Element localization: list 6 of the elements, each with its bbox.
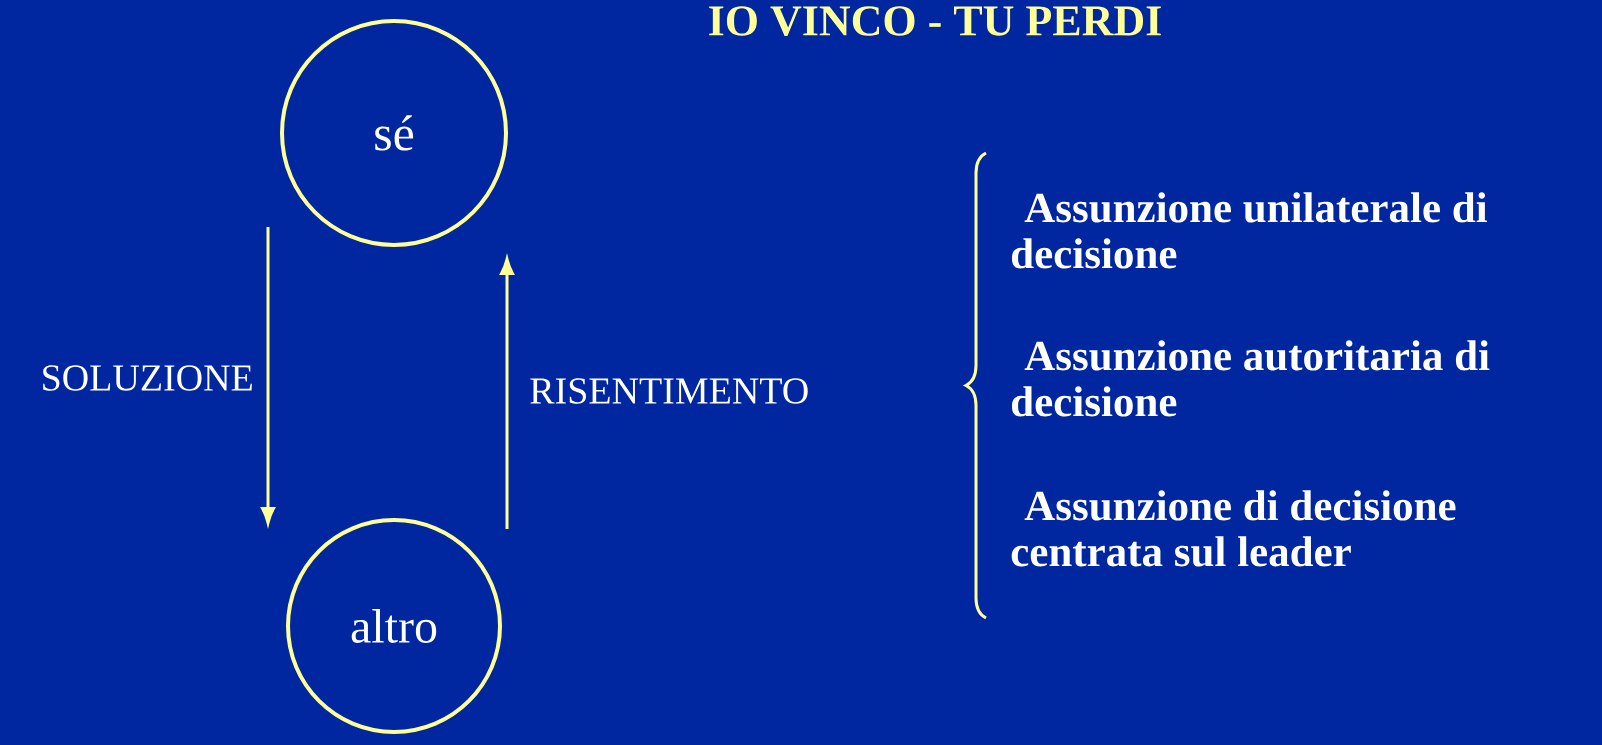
edge-label: SOLUZIONE [43, 365, 252, 391]
list-item: Assunzione autoritaria di decisione [1011, 340, 1490, 417]
list-item: Assunzione di decisione centrata sul leader [1011, 490, 1456, 567]
list-item: Assunzione unilaterale di decisione [1011, 192, 1488, 269]
title: IO VINCO - TU PERDI [709, 6, 1161, 36]
edge-label: RISENTIMENTO [530, 378, 808, 404]
